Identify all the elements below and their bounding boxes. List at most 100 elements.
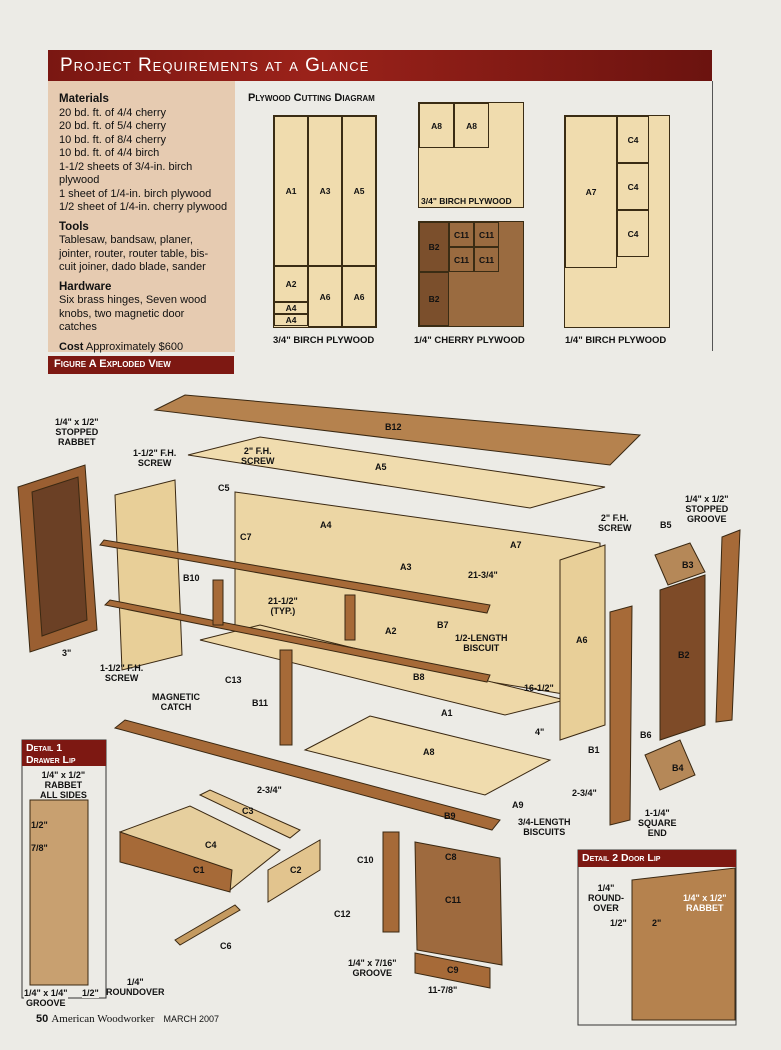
callout-magnetic-catch: MAGNETIC CATCH: [152, 692, 200, 712]
label-b10: B10: [183, 573, 200, 583]
part-a5-shape: [187, 436, 606, 509]
label-b7: B7: [437, 620, 449, 630]
label-c3: C3: [242, 806, 254, 816]
part-a3: A3: [308, 116, 342, 266]
sheet-caption: 1/4" BIRCH PLYWOOD: [565, 335, 667, 346]
part-b2: B2: [419, 272, 449, 326]
label-a2: A2: [385, 626, 397, 636]
material-item: 10 bd. ft. of 8/4 cherry: [59, 133, 167, 146]
footer: 50 American Woodworker MARCH 2007: [36, 1013, 219, 1025]
material-item: 20 bd. ft. of 5/4 cherry: [59, 120, 167, 132]
dim-16-1-2: 16-1/2": [524, 683, 554, 693]
part-b12-shape: [153, 394, 642, 466]
part-c11: C11: [449, 222, 474, 247]
detail2-dim-2: 2": [652, 918, 662, 928]
rail-b8: [103, 599, 491, 683]
figure-a-bar: Figure A Exploded View: [48, 356, 234, 374]
part-a1: A1: [274, 116, 308, 266]
post-b10: [212, 579, 224, 626]
label-b12: B12: [385, 422, 402, 432]
post-b11: [279, 649, 293, 746]
material-item: 10 bd. ft. of 4/4 birch: [59, 147, 160, 159]
label-c5: C5: [218, 483, 230, 493]
detail2-roundover: 1/4" ROUND- OVER: [588, 883, 624, 913]
part-b2: B2: [419, 222, 449, 272]
detail1-dim-half-b: 1/2": [82, 988, 99, 998]
label-b8: B8: [413, 672, 425, 682]
part-a2: A2: [274, 266, 308, 302]
detail1-groove: 1/4" x 1/4" GROOVE: [24, 988, 68, 1008]
label-b6: B6: [640, 730, 652, 740]
dim-21-1-2: 21-1/2" (TYP.): [268, 596, 298, 616]
callout-groove-7-16: 1/4" x 7/16" GROOVE: [348, 958, 397, 978]
label-c11: C11: [445, 895, 462, 905]
sheet-birch-34-a: A1 A3 A5 A2 A6 A6 A4 A4: [273, 115, 377, 328]
banner-title: Project Requirements at a Glance: [60, 55, 370, 76]
detail1-dim-7-8: 7/8": [31, 843, 48, 853]
material-item: 1-1/2 sheets of 3/4-in. birch plywood: [59, 160, 193, 187]
part-a4: A4: [274, 302, 308, 314]
label-a1: A1: [441, 708, 453, 718]
part-a4: A4: [274, 314, 308, 326]
part-c1-shape: [119, 831, 233, 893]
tools-section: Tools Tablesaw, bandsaw, planer, jointer…: [59, 221, 229, 275]
part-c4: C4: [617, 116, 649, 163]
hardware-line: Six brass hinges, Seven wood: [59, 294, 207, 306]
label-a8: A8: [423, 747, 435, 757]
part-c3-shape: [198, 789, 301, 839]
part-a6-shape: [559, 544, 606, 741]
label-b9: B9: [444, 811, 456, 821]
tools-line: Tablesaw, bandsaw, planer,: [59, 234, 193, 246]
part-b4-shape: [644, 739, 696, 791]
label-b4: B4: [672, 763, 684, 773]
materials-section: Materials 20 bd. ft. of 4/4 cherry 20 bd…: [59, 93, 229, 215]
label-b3: B3: [682, 560, 694, 570]
label-a6: A6: [576, 635, 588, 645]
part-a8: A8: [419, 103, 454, 148]
part-a7: A7: [565, 116, 617, 268]
label-c2: C2: [290, 865, 302, 875]
hardware-line: catches: [59, 321, 97, 333]
tools-line: cuit joiner, dado blade, sander: [59, 261, 206, 273]
hardware-section: Hardware Six brass hinges, Seven wood kn…: [59, 281, 229, 335]
part-b2-shape: [659, 574, 706, 741]
callout-fh-screw-top: 1-1/2" F.H. SCREW: [133, 448, 177, 468]
material-item: 1/2 sheet of 1/4-in. cherry plywood: [59, 201, 228, 213]
figure-a-title: Figure A Exploded View: [54, 358, 171, 370]
material-item: 1 sheet of 1/4-in. birch plywood: [59, 187, 212, 200]
label-b2: B2: [678, 650, 690, 660]
detail1-roundover: 1/4" ROUNDOVER: [106, 977, 165, 997]
label-c12: C12: [334, 909, 351, 919]
detail2-rabbet: 1/4" x 1/2" RABBET: [683, 893, 727, 913]
hardware-heading: Hardware: [59, 280, 112, 293]
part-a6: A6: [308, 266, 342, 327]
label-b5: B5: [660, 520, 672, 530]
dim-2-3-4-b: 2-3/4": [572, 788, 597, 798]
cutting-diagram-title: Plywood Cutting Diagram: [248, 92, 375, 104]
part-c9-shape: [414, 952, 491, 989]
detail2-dim-half: 1/2": [610, 918, 627, 928]
label-a9: A9: [512, 800, 524, 810]
hardware-line: knobs, two magnetic door: [59, 307, 185, 320]
callout-square-end: 1-1/4" SQUARE END: [638, 808, 677, 838]
dim-4: 4": [535, 727, 545, 737]
sheet-caption: 3/4" BIRCH PLYWOOD: [273, 335, 375, 346]
sheet-caption: 3/4" BIRCH PLYWOOD: [421, 196, 512, 206]
materials-heading: Materials: [59, 93, 109, 105]
tools-line: jointer, router, router table, bis-: [59, 247, 209, 260]
part-a6: A6: [342, 266, 376, 327]
part-c6-shape: [174, 904, 241, 946]
part-c2-shape: [267, 839, 321, 903]
sheet-birch-34-b: A8 A8: [418, 102, 524, 208]
part-a5: A5: [342, 116, 376, 266]
cost-heading: Cost: [59, 340, 84, 353]
label-c4: C4: [205, 840, 217, 850]
sheet-cherry-14: C11 C11 C11 C11 B2 B2: [418, 221, 524, 327]
label-b1: B1: [588, 745, 600, 755]
label-a7: A7: [510, 540, 522, 550]
callout-stopped-groove: 1/4" x 1/2" STOPPED GROOVE: [685, 494, 729, 524]
part-b3-shape: [654, 542, 706, 586]
requirements-frame: [48, 81, 713, 351]
dim-11-7-8: 11-7/8": [428, 985, 458, 995]
